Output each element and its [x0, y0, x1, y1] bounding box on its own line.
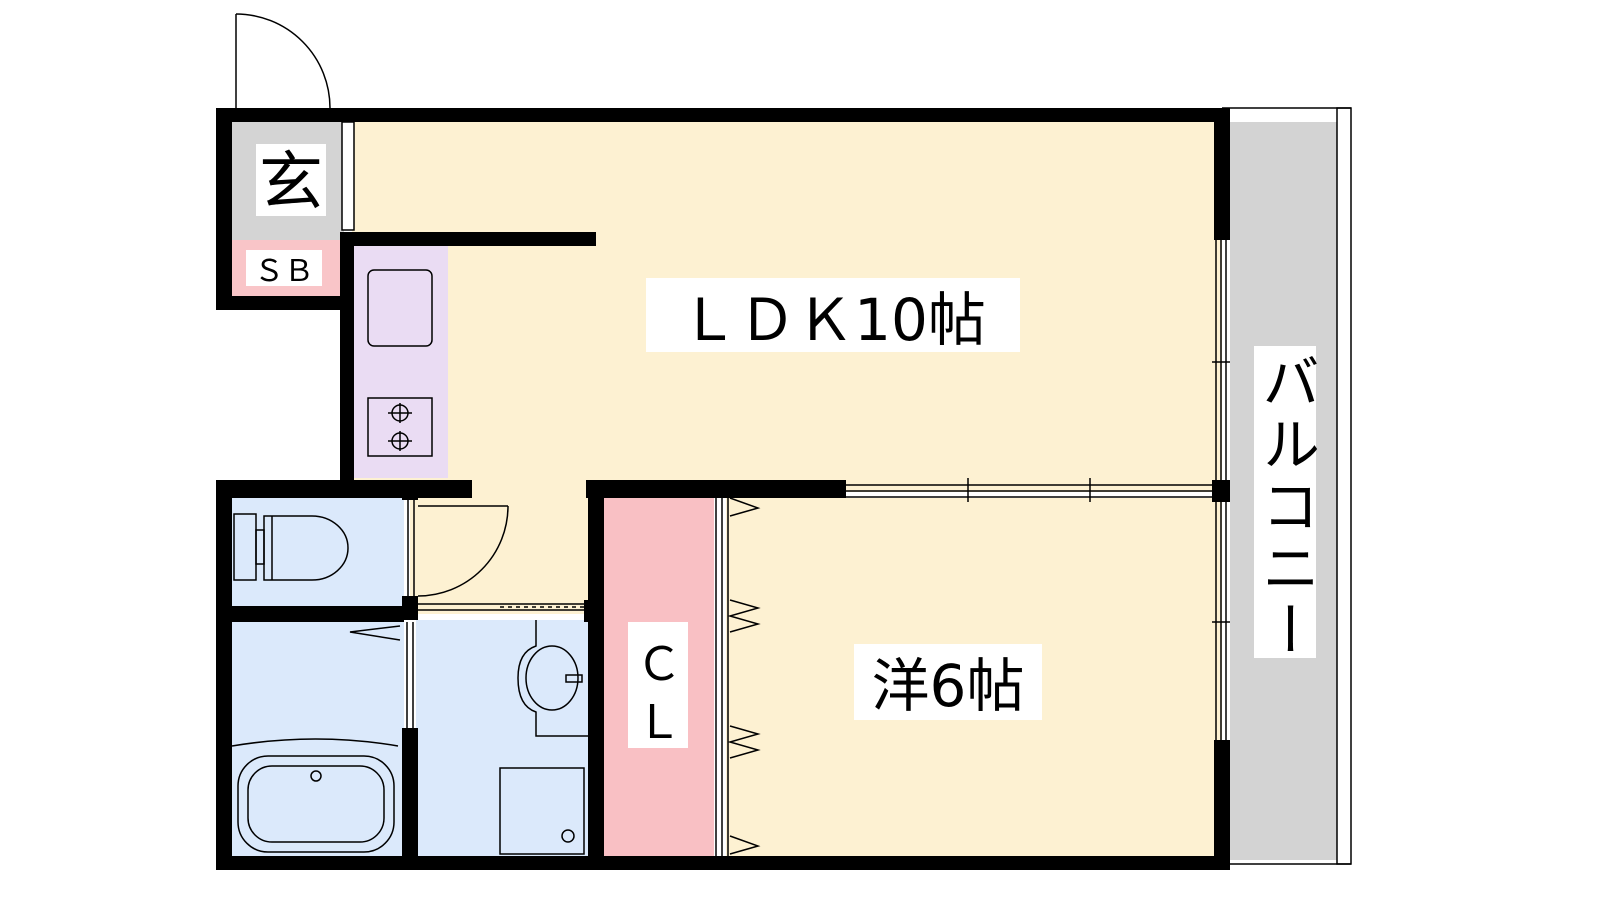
- western-room-label: 洋6帖: [872, 652, 1025, 720]
- sliding-partition: [846, 478, 1214, 502]
- bath-door-dart: [349, 625, 401, 641]
- closet-label-bg: [628, 622, 688, 748]
- toilet-icon: [233, 513, 349, 581]
- balcony-window-lower: [1212, 500, 1230, 742]
- wash-basin-icon: [517, 620, 588, 737]
- walls: [216, 108, 1230, 870]
- closet-doors[interactable]: [715, 497, 761, 858]
- shoe-box-label: ＳＢ: [254, 254, 314, 289]
- closet-label-c: Ｃ: [636, 637, 682, 691]
- washroom-floor: [416, 620, 590, 860]
- entrance-door[interactable]: [235, 13, 331, 109]
- ldk-corridor-floor: [410, 492, 596, 614]
- sink-icon: [367, 269, 433, 347]
- ldk-label: ＬＤＫ10帖: [680, 286, 986, 354]
- balcony-window-upper: [1212, 240, 1230, 484]
- entrance-frame: [341, 121, 355, 231]
- washing-machine-space-icon: [499, 767, 585, 855]
- toilet-floor: [232, 498, 404, 608]
- genkan-label: 玄: [259, 146, 323, 220]
- genkan-label-bg: [256, 144, 326, 216]
- bathroom-door[interactable]: [406, 622, 414, 728]
- western-label-bg: [854, 644, 1042, 720]
- washroom-door[interactable]: [418, 603, 586, 611]
- ldk-label-bg: [646, 278, 1020, 352]
- bathroom-floor: [232, 622, 404, 860]
- closet-label-l: Ｌ: [636, 695, 682, 749]
- bathtub-icon: [231, 738, 399, 853]
- balcony-railing: [1336, 107, 1352, 865]
- shoe-box-label-bg: [246, 250, 322, 286]
- balcony-label-bg: [1254, 346, 1316, 658]
- balcony-label: バルコニー: [1252, 352, 1320, 662]
- stove-icon: [367, 397, 433, 457]
- toilet-door[interactable]: [407, 500, 509, 597]
